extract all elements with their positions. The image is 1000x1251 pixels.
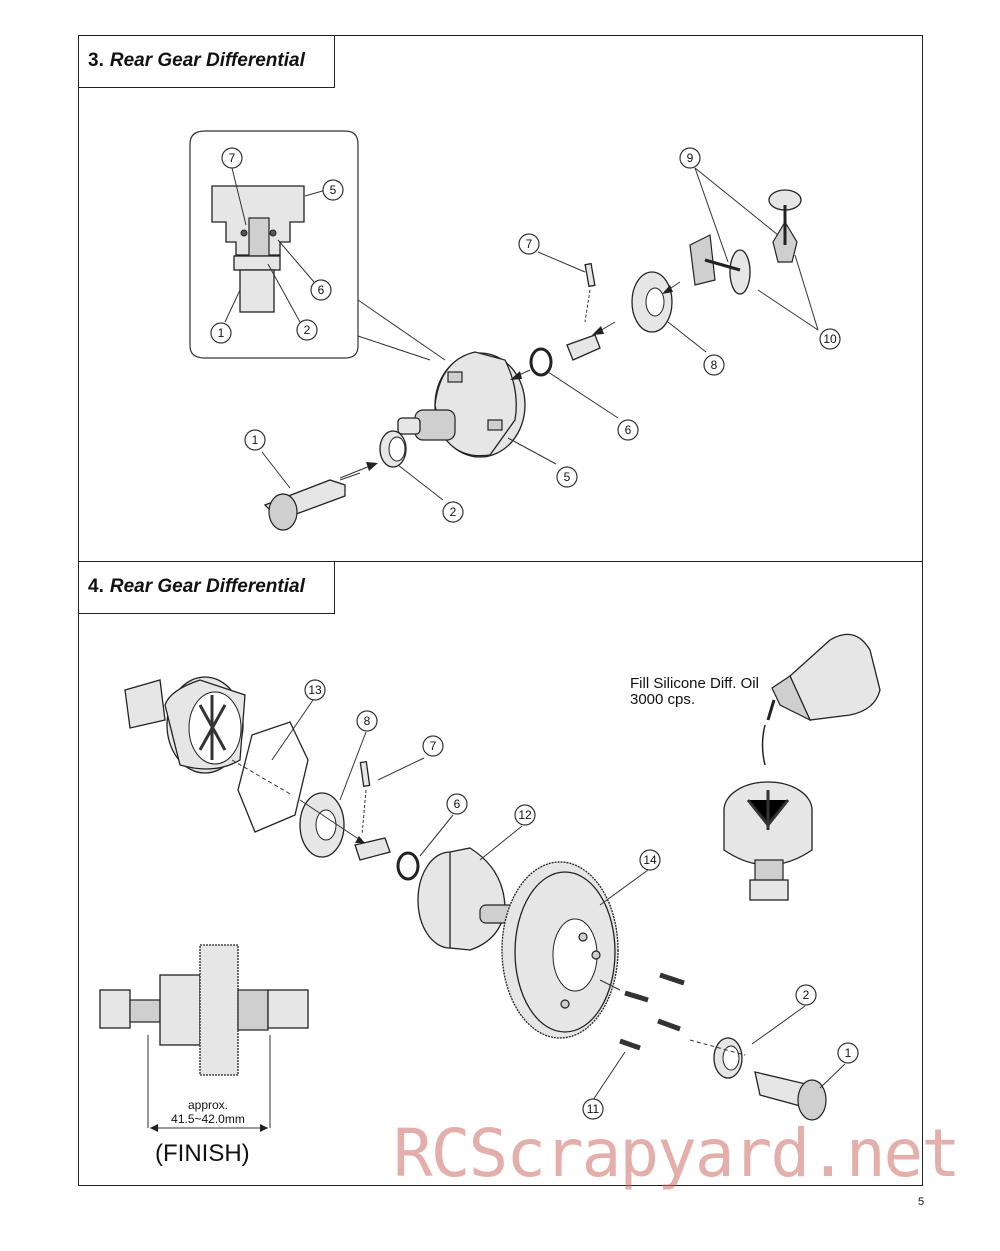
svg-text:6: 6 bbox=[625, 423, 632, 437]
callout-8: 8 bbox=[703, 354, 725, 376]
svg-text:11: 11 bbox=[587, 1102, 600, 1116]
finish-label: (FINISH) bbox=[155, 1140, 250, 1167]
outdrive-right bbox=[754, 1071, 827, 1121]
callout-2-inset: 2 bbox=[296, 319, 318, 341]
leader-lines-3 bbox=[261, 167, 819, 501]
svg-text:1: 1 bbox=[252, 433, 259, 447]
callout-13: 13 bbox=[304, 679, 326, 701]
finished-diff bbox=[99, 944, 309, 1132]
svg-text:7: 7 bbox=[526, 237, 533, 251]
oil-bottle bbox=[761, 633, 881, 766]
o-ring-b bbox=[396, 851, 420, 881]
step-4-title-text: Rear Gear Differential bbox=[109, 576, 305, 597]
svg-text:7: 7 bbox=[430, 739, 437, 753]
svg-text:12: 12 bbox=[518, 808, 532, 822]
callout-11: 11 bbox=[582, 1098, 604, 1120]
callout-7-inset: 7 bbox=[221, 147, 243, 169]
svg-text:6: 6 bbox=[318, 283, 325, 297]
callout-14: 14 bbox=[639, 849, 661, 871]
svg-text:1: 1 bbox=[218, 326, 225, 340]
svg-text:14: 14 bbox=[643, 853, 657, 867]
gear-shaft-b bbox=[354, 837, 391, 861]
o-ring bbox=[529, 347, 553, 377]
outdrive-left bbox=[263, 472, 361, 531]
callout-10: 10 bbox=[819, 328, 841, 350]
step-3-title-text: Rear Gear Differential bbox=[109, 50, 305, 71]
step-3-title: 3.Rear Gear Differential bbox=[79, 36, 335, 88]
callout-8b: 8 bbox=[356, 710, 378, 732]
callout-1-inset: 1 bbox=[210, 322, 232, 344]
svg-text:9: 9 bbox=[687, 151, 694, 165]
spur-gear bbox=[501, 861, 619, 1039]
callout-7: 7 bbox=[518, 233, 540, 255]
diff-assembly-open bbox=[124, 676, 246, 774]
gasket bbox=[237, 721, 309, 833]
watermark: RCScrapyard.net bbox=[393, 1115, 961, 1192]
svg-text:10: 10 bbox=[823, 332, 837, 346]
svg-text:2: 2 bbox=[803, 988, 810, 1002]
callout-1b: 1 bbox=[837, 1042, 859, 1064]
assembly-arrows-3 bbox=[339, 281, 681, 479]
diff-assembly-filled bbox=[723, 781, 813, 901]
svg-text:7: 7 bbox=[229, 151, 236, 165]
callout-9: 9 bbox=[679, 147, 701, 169]
svg-text:2: 2 bbox=[304, 323, 311, 337]
svg-text:5: 5 bbox=[564, 470, 571, 484]
assembly-arrows-4 bbox=[231, 759, 746, 1056]
diff-case bbox=[397, 351, 526, 458]
leader-lines-4 bbox=[271, 699, 846, 1101]
bearing-right bbox=[713, 1037, 743, 1079]
callout-6-inset: 6 bbox=[310, 279, 332, 301]
oil-note: Fill Silicone Diff. Oil 3000 cps. bbox=[630, 675, 759, 708]
dimension-approx: approx. bbox=[187, 1098, 229, 1112]
callout-6b: 6 bbox=[446, 793, 468, 815]
dimension-value: 41.5~42.0mm bbox=[171, 1112, 245, 1126]
step-4-panel: 4.Rear Gear Differential bbox=[78, 562, 923, 1186]
bearing-left bbox=[379, 430, 407, 468]
diff-case-b bbox=[417, 847, 521, 951]
callout-5-inset: 5 bbox=[322, 179, 344, 201]
callout-2: 2 bbox=[442, 501, 464, 523]
inset-detail bbox=[189, 130, 446, 361]
bevel-gear-8 bbox=[631, 271, 673, 333]
svg-text:13: 13 bbox=[308, 683, 322, 697]
screws bbox=[619, 972, 685, 1051]
svg-text:6: 6 bbox=[454, 797, 461, 811]
svg-text:8: 8 bbox=[711, 358, 718, 372]
spider-gears bbox=[689, 189, 802, 295]
page-number: 5 bbox=[918, 1196, 925, 1208]
cross-pin bbox=[584, 262, 596, 288]
svg-text:2: 2 bbox=[450, 505, 457, 519]
callout-2b: 2 bbox=[795, 984, 817, 1006]
svg-text:8: 8 bbox=[364, 714, 371, 728]
callout-1: 1 bbox=[244, 429, 266, 451]
step-4-title: 4.Rear Gear Differential bbox=[79, 562, 335, 614]
callout-6: 6 bbox=[617, 419, 639, 441]
svg-text:1: 1 bbox=[845, 1046, 852, 1060]
gear-shaft bbox=[566, 334, 601, 361]
step-3-panel: 3.Rear Gear Differential bbox=[78, 35, 923, 562]
svg-text:5: 5 bbox=[330, 183, 337, 197]
dimension-label: approx. 41.5~42.0mm bbox=[148, 1098, 268, 1126]
callout-12: 12 bbox=[514, 804, 536, 826]
callout-5: 5 bbox=[556, 466, 578, 488]
callout-7b: 7 bbox=[422, 735, 444, 757]
step-3-number: 3. bbox=[88, 50, 104, 71]
step-4-number: 4. bbox=[88, 576, 104, 597]
cross-pin-b bbox=[359, 760, 371, 788]
bevel-gear-8b bbox=[299, 792, 345, 858]
